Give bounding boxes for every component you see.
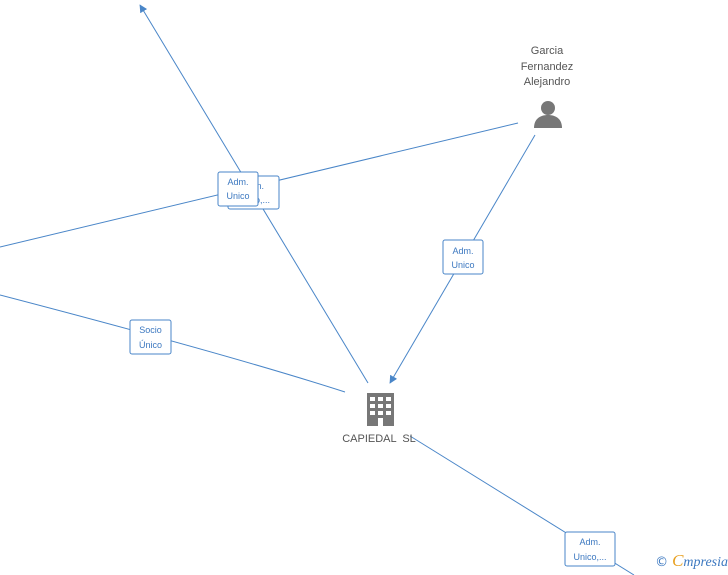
edge-label-top-front[interactable]: Adm. Unico: [217, 171, 259, 207]
edge-label-line: Unico: [451, 260, 474, 270]
edge-label-line: Adm.: [579, 537, 600, 547]
person-icon: [534, 101, 562, 128]
node-person-name-line: Garcia: [531, 45, 564, 57]
edge-label-person-company[interactable]: Adm. Unico: [442, 239, 484, 275]
edge-label-line: Adm.: [452, 246, 473, 256]
edge-label-line: Socio: [139, 325, 162, 335]
node-company-name: CAPIEDAL SL: [342, 433, 416, 445]
empresia-watermark: ©Cmpresia: [655, 551, 728, 571]
node-person-name-line: Alejandro: [524, 76, 570, 88]
edge-label-line: Unico: [226, 191, 249, 201]
node-company[interactable]: CAPIEDAL SL: [342, 393, 416, 445]
edge-label-line: Unico,...: [573, 552, 606, 562]
edge-label-line: Adm.: [227, 177, 248, 187]
edge-label-socio[interactable]: Socio Único: [129, 319, 172, 355]
edge-left-to-company: [0, 294, 346, 393]
brand-initial: C: [672, 551, 684, 570]
node-person-name-line: Fernandez: [521, 61, 574, 73]
building-icon: [367, 393, 394, 426]
edge-label-bottom-right[interactable]: Adm. Unico,...: [564, 531, 616, 567]
copyright-symbol: ©: [655, 555, 669, 570]
edge-label-line: Único: [139, 340, 162, 350]
brand-name-rest: mpresia: [683, 555, 728, 570]
node-person[interactable]: Garcia Fernandez Alejandro: [521, 45, 574, 128]
